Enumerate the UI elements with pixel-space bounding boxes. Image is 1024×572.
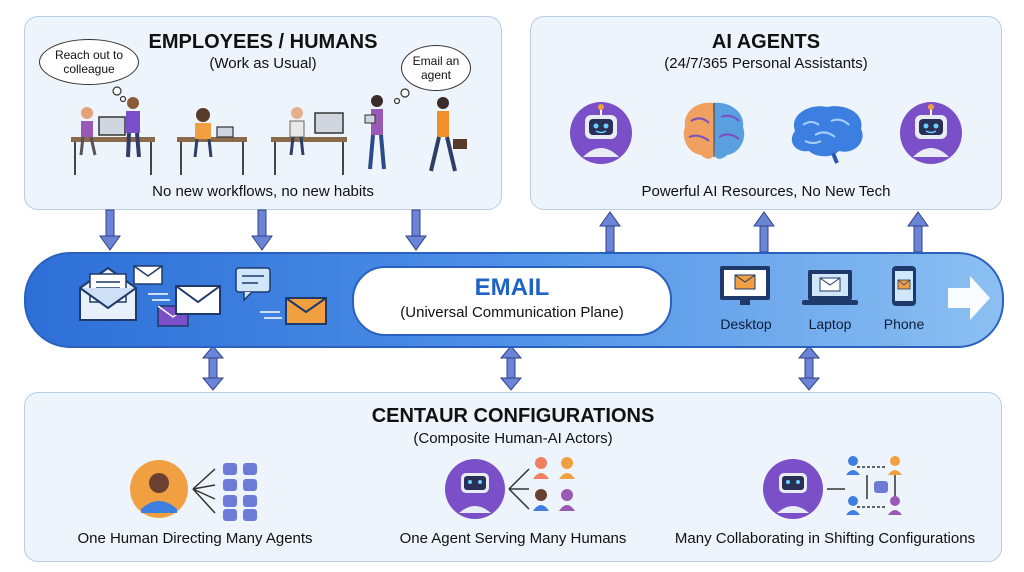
orange-envelope-icon (260, 297, 327, 325)
config-1-caption: One Human Directing Many Agents (77, 530, 313, 547)
robot-icon-right (900, 102, 962, 164)
down-arrow-1 (99, 209, 121, 251)
colorful-brain-icon (683, 102, 745, 159)
laptop-label: Laptop (808, 316, 852, 332)
thought-bubble-right: Email an agent (401, 45, 471, 91)
employees-subtitle: (Work as Usual) (209, 55, 317, 72)
agents-caption: Powerful AI Resources, No New Tech (641, 183, 891, 200)
robot-icon-left (570, 102, 632, 164)
phone-icon (892, 266, 916, 306)
centaur-panel: CENTAUR CONFIGURATIONS (Composite Human-… (24, 392, 1002, 562)
double-arrow-2 (499, 345, 523, 391)
band-arrowhead-icon (948, 276, 990, 320)
thought-bubble-left: Reach out to colleague (39, 39, 139, 85)
laptop-icon (802, 270, 858, 305)
desktop-label: Desktop (720, 316, 772, 332)
down-arrow-2 (251, 209, 273, 251)
chat-bubble-icon (235, 267, 271, 302)
up-arrow-2 (753, 211, 775, 253)
small-envelope-icon (133, 265, 163, 285)
email-envelopes-illustration (79, 265, 327, 327)
worker-desk-2 (177, 108, 247, 175)
human-directing-agents-icon (130, 460, 257, 521)
collaborating-configurations-icon (763, 456, 902, 519)
agents-panel: AI AGENTS (24/7/365 Personal Assistants)… (530, 16, 1002, 210)
down-arrow-3 (405, 209, 427, 251)
worker-briefcase (429, 97, 467, 172)
worker-desk-3 (271, 107, 347, 175)
thought-bubble-left-text: Reach out to colleague (54, 48, 124, 76)
agent-serving-humans-icon (445, 457, 575, 519)
email-pill: EMAIL (Universal Communication Plane) (352, 266, 672, 336)
open-envelope-icon (79, 266, 137, 321)
blue-brain-icon (791, 106, 863, 164)
white-envelope-icon (148, 285, 221, 315)
office-workers-illustration (71, 86, 467, 175)
double-arrow-1 (201, 345, 225, 391)
worker-desk-1 (71, 97, 155, 175)
employees-caption: No new workflows, no new habits (152, 183, 374, 200)
agents-title: AI AGENTS (711, 31, 821, 53)
centaur-title: CENTAUR CONFIGURATIONS (371, 405, 655, 427)
up-arrow-1 (599, 211, 621, 253)
up-arrow-3 (907, 211, 929, 253)
desktop-icon (720, 266, 770, 305)
worker-tablet (364, 95, 386, 170)
email-subtitle: (Universal Communication Plane) (400, 304, 624, 321)
email-title: EMAIL (474, 274, 550, 301)
double-arrow-3 (797, 345, 821, 391)
employees-title: EMPLOYEES / HUMANS (148, 31, 378, 53)
config-3-caption: Many Collaborating in Shifting Configura… (674, 530, 976, 547)
centaur-subtitle: (Composite Human-AI Actors) (413, 430, 613, 447)
config-2-caption: One Agent Serving Many Humans (399, 530, 627, 547)
employees-panel: EMPLOYEES / HUMANS (Work as Usual) Reach… (24, 16, 502, 210)
thought-bubble-right-text: Email an agent (412, 54, 460, 82)
agents-subtitle: (24/7/365 Personal Assistants) (664, 55, 868, 72)
phone-label: Phone (883, 316, 925, 332)
